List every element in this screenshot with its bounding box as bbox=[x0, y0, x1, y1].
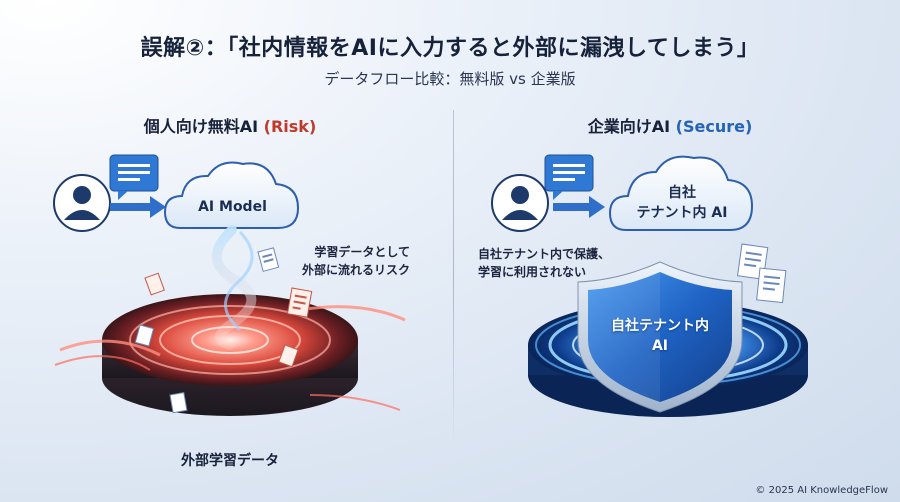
risk-vortex-icon bbox=[54, 294, 406, 416]
right-caption-line1: 自社テナント内で保護、 bbox=[478, 247, 611, 261]
right-cloud-label-line1: 自社 bbox=[668, 185, 696, 201]
right-heading-main: 企業向けAI bbox=[587, 117, 676, 136]
floating-document-icon bbox=[134, 247, 313, 414]
right-chat-bubble-icon bbox=[544, 154, 594, 200]
left-arrow-right-icon bbox=[110, 196, 166, 218]
left-heading-main: 個人向け無料AI bbox=[143, 117, 264, 136]
copyright-notice: © 2025 AI KnowledgeFlow bbox=[755, 485, 888, 496]
page-title: 誤解②：「社内情報をAIに入力すると外部に漏洩してしまう」 bbox=[140, 36, 760, 61]
shield-label-line1: 自社テナント内 bbox=[611, 318, 709, 334]
left-panel-heading: 個人向け無料AI (Risk) bbox=[20, 113, 440, 137]
left-user-icon bbox=[53, 174, 111, 232]
right-arrow-right-icon bbox=[553, 196, 605, 218]
right-caption: 自社テナント内で保護、 学習に利用されない bbox=[478, 245, 648, 281]
left-chat-bubble-icon bbox=[109, 154, 159, 200]
page-subtitle: データフロー比較：無料版 vs 企業版 bbox=[324, 70, 576, 88]
right-panel-heading: 企業向けAI (Secure) bbox=[460, 113, 880, 137]
secure-tag: (Secure) bbox=[675, 117, 753, 136]
left-caption: 学習データとして 外部に流れるリスク bbox=[300, 243, 410, 279]
secure-shield-icon bbox=[577, 261, 743, 413]
external-training-data-label: 外部学習データ bbox=[181, 453, 279, 469]
right-cloud-icon bbox=[608, 155, 754, 231]
left-cloud-label: AI Model bbox=[198, 199, 267, 215]
risk-tag: (Risk) bbox=[263, 117, 317, 136]
left-caption-line1: 学習データとして bbox=[314, 245, 410, 259]
right-cloud-label-line2: テナント内 AI bbox=[636, 205, 728, 221]
panel-divider bbox=[453, 110, 454, 450]
left-cloud-icon bbox=[163, 161, 300, 229]
right-cloud-label: 自社 テナント内 AI bbox=[612, 183, 752, 223]
left-caption-line2: 外部に流れるリスク bbox=[301, 263, 410, 277]
right-user-icon bbox=[491, 174, 549, 232]
shield-label-line2: AI bbox=[651, 338, 669, 354]
protected-document-icon bbox=[736, 243, 787, 304]
shield-label: 自社テナント内 AI bbox=[600, 316, 720, 356]
right-caption-line2: 学習に利用されない bbox=[478, 265, 587, 279]
data-stream bbox=[211, 225, 257, 350]
